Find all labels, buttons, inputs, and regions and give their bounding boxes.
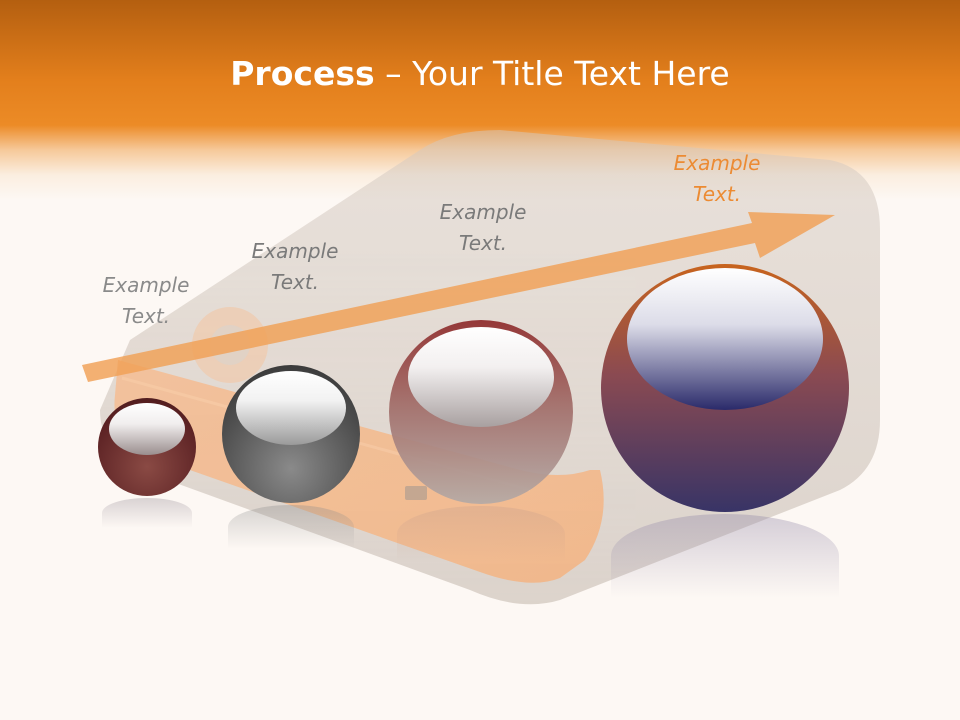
step-label-3: Example Text. (398, 197, 568, 259)
sphere-1-highlight (109, 403, 185, 455)
step-3-line-1: Example (439, 200, 527, 224)
sphere-4-reflection (611, 514, 839, 598)
sphere-4 (601, 264, 849, 598)
sphere-4-highlight (627, 268, 823, 410)
sphere-2-highlight (236, 371, 346, 445)
sphere-2-reflection (228, 505, 354, 549)
title-bold: Process (230, 54, 375, 93)
sphere-2 (222, 365, 360, 549)
sphere-3-reflection (397, 506, 565, 562)
slide-title: Process – Your Title Text Here (0, 52, 960, 96)
step-label-2: Example Text. (210, 236, 380, 298)
title-rest: – Your Title Text Here (374, 54, 730, 93)
step-1-line-2: Text. (121, 304, 171, 328)
sphere-1 (98, 398, 196, 528)
step-2-line-1: Example (251, 239, 339, 263)
step-label-1: Example Text. (61, 270, 231, 332)
step-1-line-1: Example (102, 273, 190, 297)
growth-arrow-icon (82, 212, 835, 382)
step-2-line-2: Text. (270, 270, 320, 294)
step-4-line-2: Text. (692, 182, 742, 206)
step-label-4: Example Text. (632, 148, 802, 210)
step-4-line-1: Example (673, 151, 761, 175)
sphere-1-reflection (102, 498, 192, 528)
sphere-3 (389, 320, 573, 562)
step-3-line-2: Text. (458, 231, 508, 255)
sphere-3-highlight (408, 327, 554, 427)
